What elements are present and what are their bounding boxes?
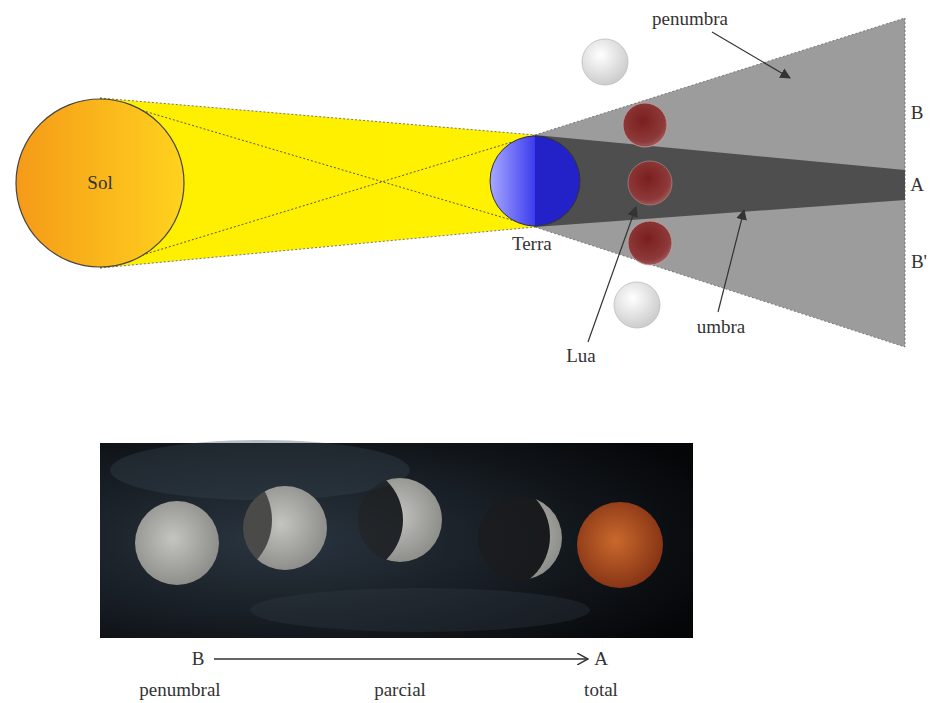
region-label: umbra xyxy=(697,316,746,338)
moon-eclipsed xyxy=(623,103,667,147)
phase-label: penumbral xyxy=(139,679,220,701)
earth-night-side xyxy=(535,136,580,226)
progression-arrow xyxy=(214,658,588,660)
photo-moon-shadow xyxy=(358,478,442,562)
earth-circle: Terra xyxy=(489,135,581,227)
position-letter: B' xyxy=(911,251,927,273)
cloud xyxy=(250,588,590,632)
earth-outline xyxy=(490,136,580,226)
photo-moon xyxy=(135,501,219,585)
node-label: Sol xyxy=(87,172,112,194)
umbra-region xyxy=(535,135,905,227)
sun-circle: Sol xyxy=(15,98,185,268)
photo-moon xyxy=(358,478,442,562)
earth-day-side xyxy=(490,136,535,226)
position-letter: B xyxy=(911,102,924,124)
photo-moon-shadow xyxy=(243,486,327,570)
leader-arrow xyxy=(712,32,790,78)
leader-arrow xyxy=(588,207,636,342)
moon-full xyxy=(614,282,660,328)
position-letter: A xyxy=(594,648,608,670)
penumbra-region xyxy=(535,18,905,347)
phase-label: parcial xyxy=(374,679,426,701)
moon-eclipsed xyxy=(628,161,672,205)
earth-circle-shape xyxy=(489,135,581,227)
photo-moon-shadow xyxy=(478,496,562,580)
leader-arrow xyxy=(718,210,744,312)
phase-label: total xyxy=(584,679,618,701)
position-letter: B xyxy=(192,648,205,670)
region-label: penumbra xyxy=(652,8,728,30)
cloud xyxy=(110,440,410,500)
position-letter: A xyxy=(910,174,924,196)
photo-moon-total xyxy=(577,502,663,588)
sun-disc xyxy=(16,99,184,267)
photo-moon xyxy=(478,496,562,580)
photo-moon xyxy=(243,486,327,570)
moon-eclipsed xyxy=(628,221,672,265)
moon-label: Lua xyxy=(566,345,596,367)
moon-full xyxy=(582,39,628,85)
node-label: Terra xyxy=(512,233,552,255)
